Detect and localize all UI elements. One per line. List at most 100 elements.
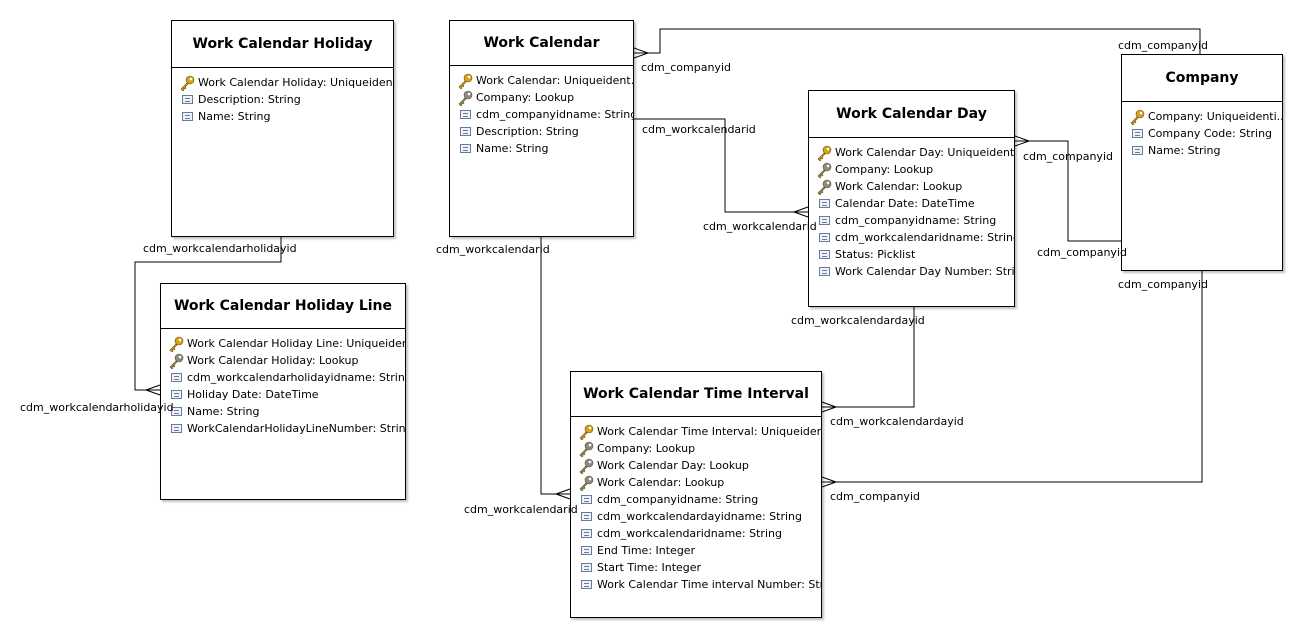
relationship-label: cdm_companyid [1118,39,1208,52]
attribute-label: cdm_workcalendaridname: String [597,527,782,540]
attribute-row[interactable]: Holiday Date: DateTime [167,386,405,403]
foreign-key-icon [815,178,833,195]
attribute-row[interactable]: Company: Uniqueidenti... [1128,108,1282,125]
attribute-row[interactable]: Work Calendar: Lookup [577,474,821,491]
relationship-label: cdm_companyid [641,61,731,74]
attribute-row[interactable]: Description: String [456,123,633,140]
attribute-row[interactable]: Work Calendar Time interval Number: Stri… [577,576,821,593]
field-icon [178,91,196,108]
crows-foot-holidayline-holidayid [145,384,161,396]
attribute-list: Company: Uniqueidenti...Company Code: St… [1122,102,1282,159]
attribute-row[interactable]: Company: Lookup [456,89,633,106]
attribute-row[interactable]: cdm_workcalendarholidayidname: String [167,369,405,386]
relationship-label: cdm_companyid [830,490,920,503]
primary-key-icon [577,423,595,440]
field-icon [456,123,474,140]
attribute-row[interactable]: Description: String [178,91,393,108]
foreign-key-icon [456,89,474,106]
entity-title: Work Calendar Holiday [172,21,393,68]
field-icon [167,386,185,403]
relationship-line-company-timeinterval [822,271,1203,483]
attribute-row[interactable]: Status: Picklist [815,246,1014,263]
entity-work-calendar-time-interval[interactable]: Work Calendar Time Interval Work Calenda… [570,371,822,618]
relationship-label: cdm_workcalendarid [436,243,550,256]
attribute-row[interactable]: Work Calendar Holiday: Uniqueident... [178,74,393,91]
crows-foot-workcalendarday-workcalendarid [793,206,809,218]
attribute-label: Work Calendar Day: Uniqueident... [835,146,1014,159]
attribute-row[interactable]: Calendar Date: DateTime [815,195,1014,212]
attribute-label: cdm_companyidname: String [476,108,633,121]
field-icon [456,106,474,123]
attribute-row[interactable]: Start Time: Integer [577,559,821,576]
attribute-row[interactable]: Company: Lookup [815,161,1014,178]
field-icon [577,576,595,593]
foreign-key-icon [577,440,595,457]
entity-title: Work Calendar Day [809,91,1014,138]
attribute-row[interactable]: Name: String [1128,142,1282,159]
attribute-row[interactable]: cdm_workcalendaridname: String [577,525,821,542]
relationship-line-workcalendarday-company [1015,140,1122,242]
relationship-label: cdm_workcalendardayid [830,415,964,428]
attribute-list: Work Calendar Day: Uniqueident... Company… [809,138,1014,280]
attribute-label: cdm_companyidname: String [597,493,759,506]
attribute-row[interactable]: cdm_companyidname: String [577,491,821,508]
foreign-key-icon [815,161,833,178]
attribute-row[interactable]: cdm_companyidname: String [456,106,633,123]
field-icon [815,246,833,263]
attribute-row[interactable]: Work Calendar Time Interval: Uniqueident… [577,423,821,440]
entity-work-calendar-day[interactable]: Work Calendar Day Work Calendar Day: Uni… [808,90,1015,307]
attribute-list: Work Calendar Holiday Line: Uniqueident.… [161,329,405,437]
attribute-label: Work Calendar Time Interval: Uniqueident… [597,425,821,438]
primary-key-icon [178,74,196,91]
relationship-label: cdm_workcalendarid [464,503,578,516]
attribute-row[interactable]: Work Calendar Holiday Line: Uniqueident.… [167,335,405,352]
attribute-label: Description: String [476,125,579,138]
attribute-label: Name: String [198,110,271,123]
relationship-line-workcalendarday-timeinterval [822,306,915,408]
field-icon [577,491,595,508]
attribute-label: Name: String [476,142,549,155]
relationship-label: cdm_workcalendardayid [791,314,925,327]
attribute-label: Work Calendar Holiday: Uniqueident... [198,76,393,89]
entity-work-calendar-holiday[interactable]: Work Calendar Holiday Work Calendar Holi… [171,20,394,237]
entity-title: Work Calendar Holiday Line [161,284,405,329]
entity-title: Company [1122,55,1282,102]
attribute-label: End Time: Integer [597,544,696,557]
attribute-row[interactable]: Work Calendar: Lookup [815,178,1014,195]
field-icon [577,508,595,525]
attribute-row[interactable]: cdm_companyidname: String [815,212,1014,229]
attribute-row[interactable]: Work Calendar: Uniqueident... [456,72,633,89]
crows-foot-workcalendarday-companyid [1014,135,1030,147]
field-icon [1128,125,1146,142]
relationship-label: cdm_companyid [1023,150,1113,163]
field-icon [167,369,185,386]
attribute-row[interactable]: cdm_workcalendardayidname: String [577,508,821,525]
attribute-row[interactable]: cdm_workcalendaridname: String [815,229,1014,246]
entity-title: Work Calendar Time Interval [571,372,821,417]
attribute-row[interactable]: Work Calendar Holiday: Lookup [167,352,405,369]
field-icon [1128,142,1146,159]
relationship-label: cdm_workcalendarid [703,220,817,233]
attribute-row[interactable]: Work Calendar Day Number: Stri... [815,263,1014,280]
attribute-label: Work Calendar Holiday Line: Uniqueident.… [187,337,405,350]
crows-foot-timeinterval-workcalendarid [555,488,571,500]
crows-foot-workcalendar-companyid [633,47,649,59]
attribute-row[interactable]: Name: String [456,140,633,157]
entity-work-calendar-holiday-line[interactable]: Work Calendar Holiday Line Work Calendar… [160,283,406,500]
attribute-row[interactable]: Work Calendar Day: Uniqueident... [815,144,1014,161]
relationship-label: cdm_companyid [1118,278,1208,291]
attribute-label: Start Time: Integer [597,561,702,574]
attribute-list: Work Calendar Holiday: Uniqueident... Des… [172,68,393,125]
entity-company[interactable]: Company Company: Uniqueidenti...Company … [1121,54,1283,271]
attribute-row[interactable]: WorkCalendarHolidayLineNumber: String [167,420,405,437]
entity-work-calendar[interactable]: Work Calendar Work Calendar: Uniqueident… [449,20,634,237]
attribute-row[interactable]: Work Calendar Day: Lookup [577,457,821,474]
attribute-row[interactable]: Company Code: String [1128,125,1282,142]
attribute-row[interactable]: End Time: Integer [577,542,821,559]
attribute-row[interactable]: Name: String [167,403,405,420]
attribute-row[interactable]: Name: String [178,108,393,125]
foreign-key-icon [167,352,185,369]
attribute-row[interactable]: Company: Lookup [577,440,821,457]
primary-key-icon [167,335,185,352]
